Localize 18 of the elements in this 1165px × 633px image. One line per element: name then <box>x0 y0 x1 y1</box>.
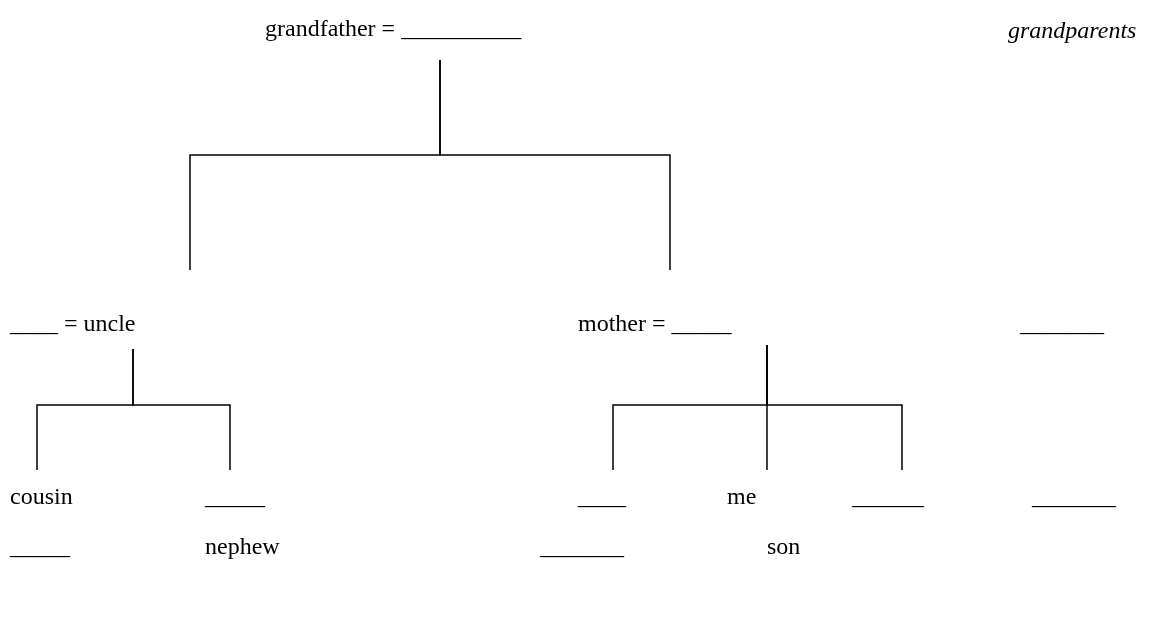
fill-in-line: _______ <box>540 532 624 560</box>
node-text: _____ <box>205 482 265 510</box>
node-text: cousin <box>10 482 73 510</box>
relation-label: nephew <box>205 532 280 560</box>
fill-in-line: _______ <box>1032 482 1116 510</box>
section-label: grandparents <box>1008 16 1137 44</box>
node-text: grandfather = __________ <box>265 14 522 42</box>
node-text: mother = _____ <box>578 309 732 337</box>
tree-connector <box>766 344 903 471</box>
node-text: ____ <box>578 482 626 510</box>
node-text: ____ = uncle <box>10 309 136 337</box>
node-text: ______ <box>852 482 924 510</box>
tree-connector <box>132 348 231 471</box>
tree-connector <box>439 59 671 271</box>
fill-in-line: _______ <box>1020 309 1104 337</box>
relation-label: son <box>767 532 801 560</box>
node-text: me <box>727 482 757 510</box>
fill-in-line: _____ <box>10 532 70 560</box>
